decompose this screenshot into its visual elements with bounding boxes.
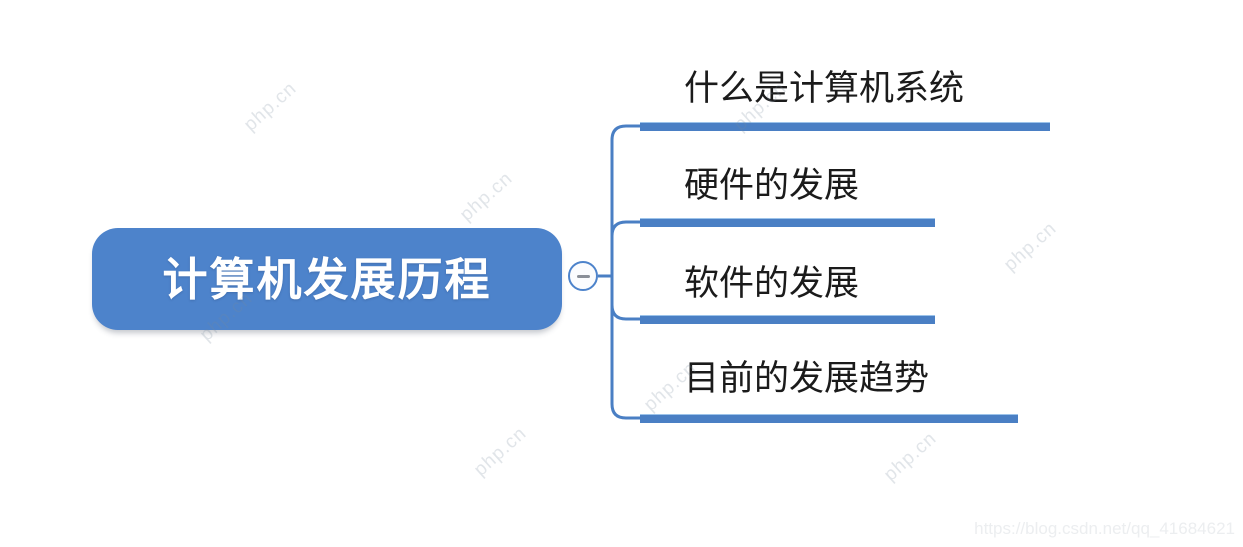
branch-bar-1[interactable] [640,122,1050,131]
branch-label-4[interactable]: 目前的发展趋势 [684,359,930,398]
root-node-label: 计算机发展历程 [162,253,492,305]
root-node[interactable]: 计算机发展历程 [92,228,562,330]
footer-watermark: https://blog.csdn.net/qq_41684621 [974,519,1235,538]
branch-label-2[interactable]: 硬件的发展 [684,166,860,205]
minus-icon [576,274,590,278]
branch-label-1[interactable]: 什么是计算机系统 [684,69,965,108]
branch-bar-3[interactable] [640,315,935,324]
branch-bar-4[interactable] [640,414,1018,423]
branch-bar-2[interactable] [640,218,935,227]
branch-label-3[interactable]: 软件的发展 [684,264,860,303]
collapse-toggle-icon[interactable] [568,261,598,291]
